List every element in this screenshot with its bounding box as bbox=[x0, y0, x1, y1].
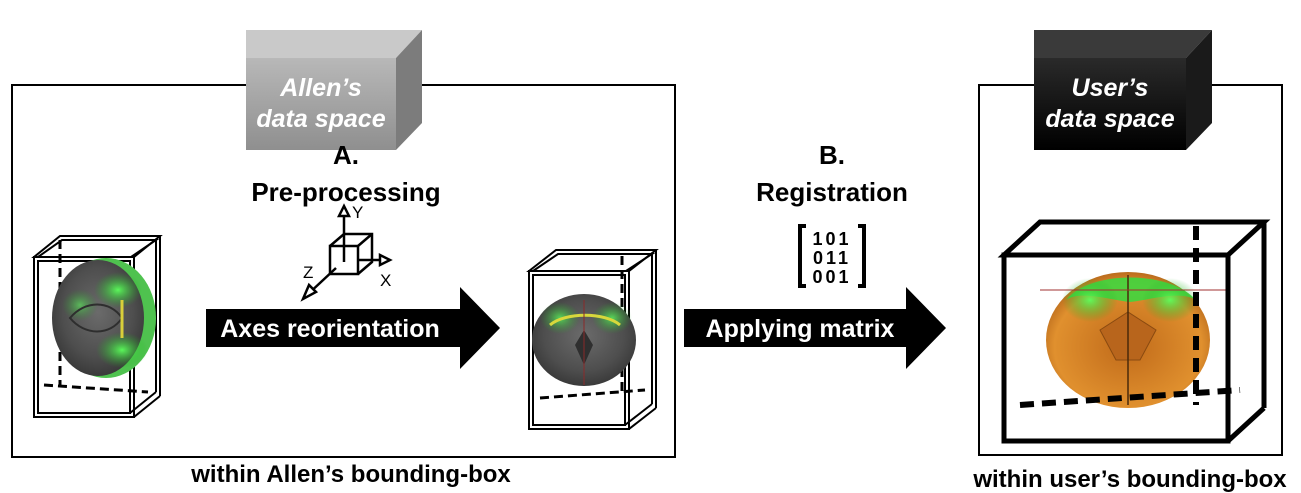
axis-x-label: X bbox=[380, 271, 391, 290]
binary-matrix-icon: 101 011 001 bbox=[798, 224, 866, 288]
matrix-row-1: 101 bbox=[812, 229, 851, 249]
applying-matrix-arrow: Applying matrix bbox=[684, 287, 946, 369]
axes-reorientation-label: Axes reorientation bbox=[220, 315, 440, 343]
user-brain-volume-registered bbox=[997, 219, 1271, 444]
matrix-row-3: 001 bbox=[812, 267, 851, 287]
allen-cube-label-line1: Allen’s bbox=[279, 74, 362, 102]
user-cube-label-line1: User’s bbox=[1072, 74, 1149, 102]
allen-caption: within Allen’s bounding-box bbox=[190, 461, 511, 488]
axis-y-label: Y bbox=[352, 203, 363, 222]
step-a-title: Pre-processing bbox=[251, 177, 440, 207]
user-caption: within user’s bounding-box bbox=[972, 466, 1287, 493]
user-cube-label-line2: data space bbox=[1045, 105, 1174, 133]
axes-cube-icon bbox=[300, 203, 393, 302]
matrix-row-2: 011 bbox=[813, 248, 851, 268]
axes-reorientation-arrow: Axes reorientation bbox=[206, 287, 500, 369]
step-b-letter: B. bbox=[819, 140, 845, 170]
step-a-letter: A. bbox=[333, 140, 359, 170]
user-data-space-cube: User’s data space bbox=[1034, 30, 1212, 150]
allen-brain-volume-original bbox=[31, 235, 163, 418]
step-b-title: Registration bbox=[756, 177, 908, 207]
applying-matrix-label: Applying matrix bbox=[706, 315, 895, 343]
allen-data-space-cube: Allen’s data space bbox=[246, 30, 422, 150]
allen-cube-label-line2: data space bbox=[256, 105, 385, 133]
axis-z-label: Z bbox=[303, 263, 313, 282]
allen-brain-volume-reoriented bbox=[526, 249, 659, 430]
